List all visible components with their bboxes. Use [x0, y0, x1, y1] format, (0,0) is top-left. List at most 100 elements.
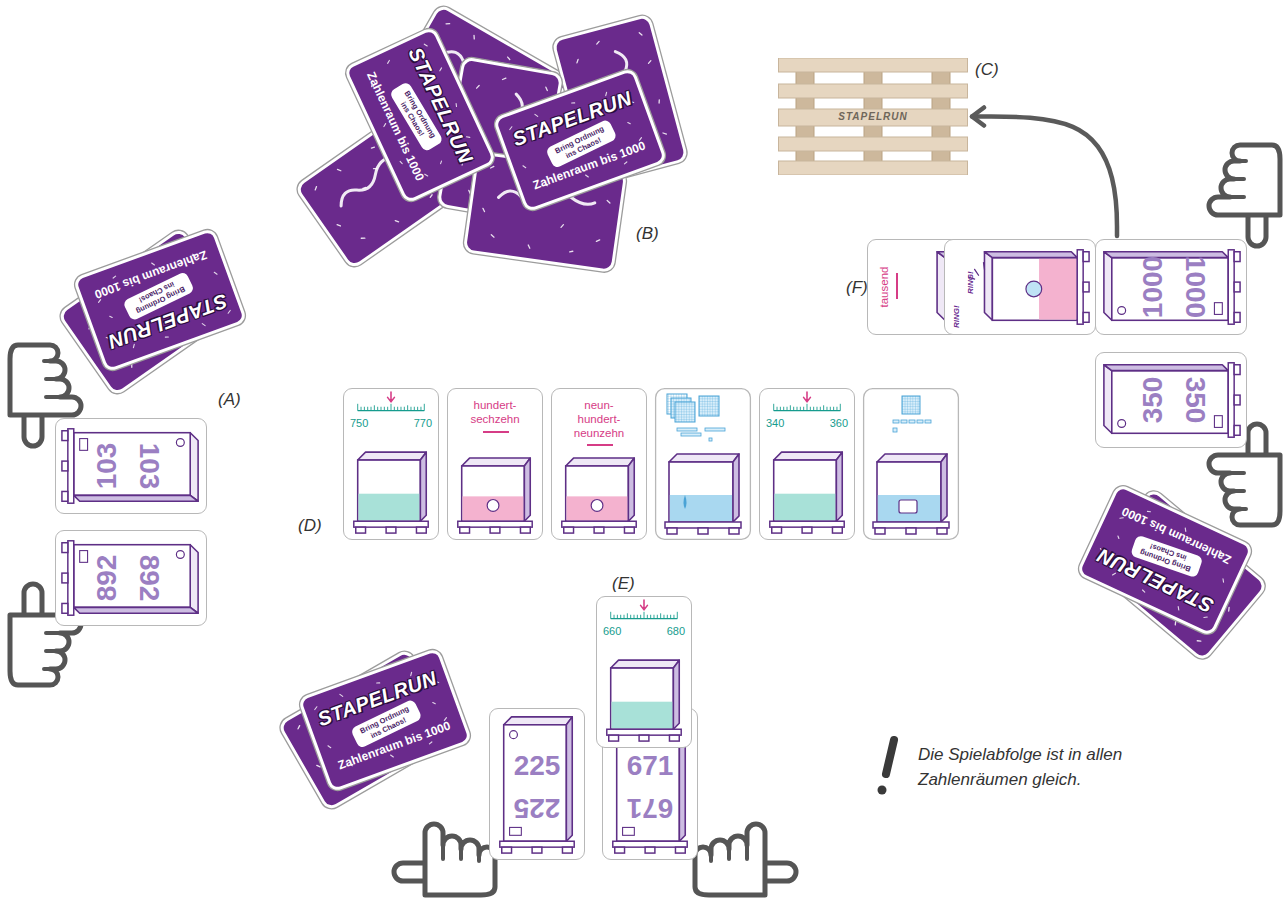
card-art-part: [611, 668, 674, 729]
card-art-part: [462, 466, 525, 521]
card-art-part: [614, 615, 615, 619]
card-number: 671: [612, 749, 688, 783]
card-art-part: [354, 521, 428, 527]
card-art-part: [609, 735, 619, 741]
hand-symbol: [695, 824, 796, 895]
card-art-part: [669, 735, 679, 741]
card-art-part: [1104, 252, 1112, 321]
card-art-part: [532, 847, 542, 853]
card-art-part: [62, 431, 68, 441]
panel-label: (E): [612, 572, 635, 597]
card-art-part: [813, 407, 814, 411]
card-art-part: [826, 407, 827, 411]
card-art-part: [510, 731, 518, 739]
card-art-part: [566, 717, 572, 841]
card-art: [56, 419, 206, 513]
number-card: 10001000: [1095, 239, 1247, 335]
card-art-part: [462, 458, 531, 466]
place-value-card: [864, 389, 959, 540]
panel-label: (B): [636, 222, 659, 247]
place-value-card-part: [877, 454, 947, 462]
card-art-part: [564, 527, 574, 533]
card-number: 892: [132, 540, 166, 616]
card-art-part: [1026, 281, 1042, 297]
place-value-card-part: [733, 454, 739, 522]
card-art-part: [400, 407, 401, 411]
card-art-part: [80, 551, 88, 563]
card-art-part: [787, 407, 788, 411]
place-value-card-part: [925, 420, 931, 423]
card-art-part: [624, 615, 625, 619]
card-number: 892: [90, 540, 124, 616]
card-art-part: [374, 405, 375, 410]
place-value-card-part: [684, 495, 687, 509]
card-art-part: [679, 717, 685, 841]
card-art-part: [357, 404, 358, 411]
card-art-part: [1214, 416, 1222, 428]
text-slot: 103: [132, 428, 166, 504]
card-art-part: [358, 452, 427, 460]
text-slot: RING!: [965, 250, 977, 294]
number-word: tausend: [878, 255, 892, 319]
card-art-part: [992, 258, 1077, 321]
note-text: Die Spielabfolge ist in allen Zahlenräum…: [918, 743, 1168, 792]
card-art: [1096, 353, 1246, 447]
card-art-part: [607, 729, 681, 735]
card-art-part: [176, 551, 184, 559]
card-art-part: [802, 527, 812, 533]
card-number: 671: [612, 791, 688, 825]
number-card: 103103: [55, 418, 207, 514]
text-slot: 1000: [1178, 249, 1212, 325]
card-art-part: [62, 573, 68, 583]
card-art-part: [417, 407, 418, 411]
card-art-part: [1077, 250, 1083, 324]
card-art-part: [364, 407, 365, 411]
card-art-part: [836, 407, 837, 411]
card-art-part: [381, 407, 382, 411]
panel-label: (C): [975, 58, 999, 83]
card-art-part: [832, 527, 842, 533]
card-art-part: [628, 458, 634, 521]
scale-number: 340: [766, 416, 808, 430]
card-art-part: [1118, 420, 1126, 428]
card-art-part: [462, 496, 523, 520]
card-number: 1000: [1178, 249, 1212, 325]
card-art-part: [810, 407, 811, 411]
place-value-card-part: [864, 389, 959, 540]
place-value-card-part: [681, 433, 701, 436]
card-art-part: [800, 407, 801, 411]
card-art-part: [779, 84, 968, 98]
card-number: 350: [1136, 362, 1170, 438]
exclamation-mark-part: [886, 740, 894, 774]
card-art-part: [611, 702, 672, 729]
place-value-card-part: [901, 420, 907, 423]
text-slot: 340: [766, 416, 808, 430]
card-art-part: [1234, 365, 1240, 375]
scale-number: 770: [390, 416, 432, 430]
card-art-part: [397, 407, 398, 411]
place-value-card-part: [656, 389, 751, 540]
pallet: STAPELRUN: [778, 58, 968, 175]
card-art-part: [774, 494, 835, 521]
card-art-part: [780, 407, 781, 411]
text-slot: 225: [499, 791, 575, 825]
card-art-part: [627, 613, 628, 618]
card-art-part: [500, 841, 574, 847]
card-art-part: [520, 527, 530, 533]
card-art-part: [358, 460, 421, 521]
place-value-card-part: [878, 495, 940, 521]
card-art-part: [74, 495, 198, 501]
place-value-card-part: [675, 402, 695, 422]
card-number: 103: [132, 428, 166, 504]
card-art-part: [356, 527, 366, 533]
card-art-part: [377, 407, 378, 411]
exclamation-mark: [878, 740, 895, 795]
card-art: [56, 531, 206, 625]
card-art-part: [617, 717, 686, 725]
card-back: STAPELRUNBring Ordnung ins Chaos!Zahlenr…: [297, 647, 472, 792]
card-art-part: [660, 613, 661, 618]
place-value-card-part: [667, 528, 677, 534]
card-art-part: [783, 407, 784, 411]
card-art-part: [647, 615, 648, 619]
